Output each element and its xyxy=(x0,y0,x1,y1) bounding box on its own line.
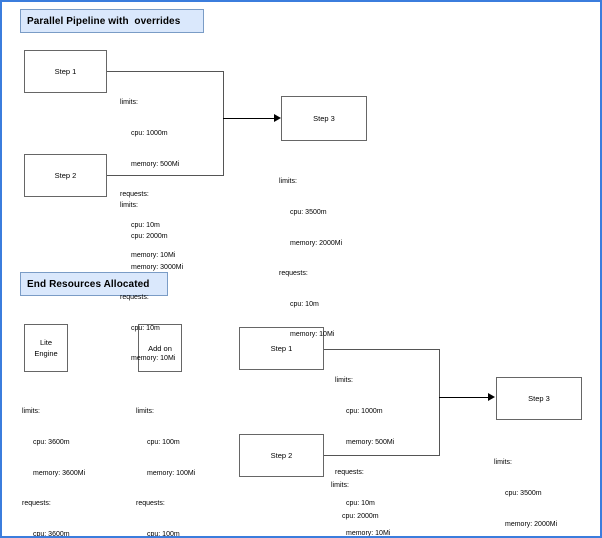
node-bottom-step3-label: Step 3 xyxy=(528,394,550,403)
node-add-on[interactable]: Add on xyxy=(138,324,182,372)
limits-memory: memory: 3600Mi xyxy=(33,469,86,477)
requests-header: requests: xyxy=(22,500,51,508)
requests-header: requests: xyxy=(136,500,165,508)
limits-header: limits: xyxy=(120,202,138,210)
node-bottom-step1-label: Step 1 xyxy=(270,344,293,353)
node-top-step1[interactable]: Step 1 xyxy=(24,50,107,93)
resources-bottom-step1: limits: cpu: 1000m memory: 500Mi request… xyxy=(335,356,395,538)
connector-bottom-step1-to-junction xyxy=(324,349,440,350)
node-bottom-step2[interactable]: Step 2 xyxy=(239,434,324,477)
connector-top-step1-to-junction xyxy=(107,71,224,72)
limits-header: limits: xyxy=(22,408,40,416)
node-top-step2-label: Step 2 xyxy=(54,171,77,180)
node-lite-engine-label-line2: Engine xyxy=(34,349,58,358)
node-bottom-step3[interactable]: Step 3 xyxy=(496,377,582,420)
limits-cpu: cpu: 3500m xyxy=(290,209,327,217)
limits-cpu: cpu: 2000m xyxy=(342,513,379,521)
requests-header: requests: xyxy=(335,469,364,477)
requests-cpu: cpu: 10m xyxy=(131,324,160,332)
limits-memory: memory: 500Mi xyxy=(346,438,395,446)
node-lite-engine-label-line1: Lite xyxy=(39,338,53,347)
limits-memory: memory: 2000Mi xyxy=(290,239,343,247)
limits-cpu: cpu: 1000m xyxy=(131,130,168,138)
requests-cpu: cpu: 3600m xyxy=(33,530,70,538)
limits-memory: memory: 100Mi xyxy=(147,469,196,477)
requests-cpu: cpu: 10m xyxy=(131,221,160,229)
requests-header: requests: xyxy=(120,294,149,302)
requests-header: requests: xyxy=(120,191,149,199)
node-top-step2[interactable]: Step 2 xyxy=(24,154,107,197)
limits-memory: memory: 500Mi xyxy=(131,160,180,168)
limits-header: limits: xyxy=(331,482,349,490)
banner-parallel-pipeline-label: Parallel Pipeline with overrides xyxy=(27,15,181,27)
node-lite-engine[interactable]: Lite Engine xyxy=(24,324,68,372)
resources-add-on: limits: cpu: 100m memory: 100Mi requests… xyxy=(136,387,196,538)
limits-header: limits: xyxy=(120,99,138,107)
connector-bottom-step2-to-junction xyxy=(324,455,440,456)
resources-lite-engine: limits: cpu: 3600m memory: 3600Mi reques… xyxy=(22,387,86,538)
requests-memory: memory: 10Mi xyxy=(346,530,391,538)
requests-memory: memory: 10Mi xyxy=(131,355,176,363)
limits-header: limits: xyxy=(136,408,154,416)
node-top-step3[interactable]: Step 3 xyxy=(281,96,367,141)
limits-cpu: cpu: 3500m xyxy=(505,490,542,498)
limits-cpu: cpu: 100m xyxy=(147,439,180,447)
connector-top-step2-to-junction xyxy=(107,175,224,176)
requests-header: requests: xyxy=(279,270,308,278)
banner-end-resources-allocated-label: End Resources Allocated xyxy=(27,278,150,290)
limits-cpu: cpu: 3600m xyxy=(33,439,70,447)
limits-header: limits: xyxy=(494,459,512,467)
resources-bottom-step2: limits: cpu: 2000m memory: 3000Mi reques… xyxy=(331,461,394,536)
connector-top-junction-vertical xyxy=(223,71,224,176)
limits-memory: memory: 3000Mi xyxy=(131,263,184,271)
arrowhead-top-step3 xyxy=(274,114,281,122)
node-add-on-label: Add on xyxy=(148,343,172,353)
resources-top-step3: limits: cpu: 3500m memory: 2000Mi reques… xyxy=(279,157,342,361)
arrowhead-bottom-step3 xyxy=(488,393,495,401)
banner-end-resources-allocated: End Resources Allocated xyxy=(20,272,168,296)
connector-bottom-junction-to-step3 xyxy=(439,397,489,398)
node-top-step1-label: Step 1 xyxy=(54,67,77,76)
resources-top-step2: limits: cpu: 2000m memory: 3000Mi reques… xyxy=(120,181,183,385)
limits-cpu: cpu: 2000m xyxy=(131,233,168,241)
limits-header: limits: xyxy=(335,377,353,385)
connector-top-junction-to-step3 xyxy=(223,118,275,119)
node-top-step3-label: Step 3 xyxy=(313,114,335,123)
limits-cpu: cpu: 1000m xyxy=(346,408,383,416)
requests-memory: memory: 10Mi xyxy=(131,252,176,260)
resources-bottom-step3: limits: cpu: 3500m memory: 2000Mi reques… xyxy=(494,438,558,536)
banner-parallel-pipeline: Parallel Pipeline with overrides xyxy=(20,9,204,33)
node-bottom-step1[interactable]: Step 1 xyxy=(239,327,324,370)
requests-cpu: cpu: 10m xyxy=(346,499,375,507)
requests-memory: memory: 10Mi xyxy=(290,331,335,339)
requests-cpu: cpu: 100m xyxy=(147,530,180,538)
node-bottom-step2-label: Step 2 xyxy=(270,451,293,460)
connector-bottom-junction-vertical xyxy=(439,349,440,456)
requests-cpu: cpu: 10m xyxy=(290,300,319,308)
resources-top-step1: limits: cpu: 1000m memory: 500Mi request… xyxy=(120,78,179,282)
limits-memory: memory: 2000Mi xyxy=(505,520,558,528)
limits-header: limits: xyxy=(279,178,297,186)
